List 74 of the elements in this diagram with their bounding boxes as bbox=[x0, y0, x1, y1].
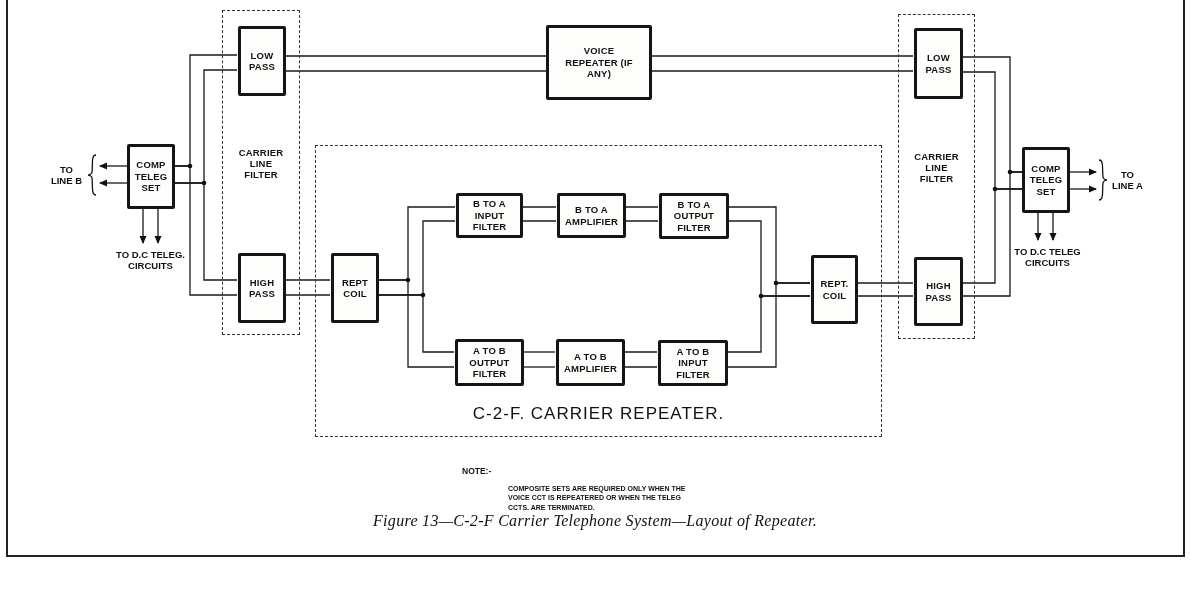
dashed-group-box bbox=[898, 14, 975, 339]
wire bbox=[624, 220, 659, 222]
arrow bbox=[139, 208, 147, 244]
wire bbox=[856, 282, 914, 284]
process-box bbox=[557, 193, 626, 238]
process-box bbox=[1022, 147, 1070, 213]
wire bbox=[174, 182, 238, 281]
wire bbox=[377, 294, 455, 353]
process-box bbox=[914, 28, 963, 99]
box-label: HIGH PASS bbox=[924, 280, 953, 303]
arrow bbox=[1069, 168, 1097, 176]
process-box bbox=[127, 144, 175, 209]
process-box bbox=[658, 340, 728, 386]
wire bbox=[284, 294, 331, 296]
callout-text: TO LINE A bbox=[1111, 168, 1144, 192]
callout-text: TO D.C TELEG CIRCUITS bbox=[1013, 245, 1082, 269]
process-box bbox=[331, 253, 379, 323]
wire bbox=[284, 279, 331, 281]
process-box bbox=[456, 193, 523, 238]
group-label: C-2-F. CARRIER REPEATER. bbox=[472, 403, 725, 424]
figure-caption: Figure 13—C-2-F Carrier Telephone System—Layout of Repeater. bbox=[372, 512, 818, 530]
process-box bbox=[546, 25, 652, 100]
box-label: A TO B INPUT FILTER bbox=[675, 345, 711, 381]
box-label: B TO A INPUT FILTER bbox=[471, 198, 508, 233]
box-label: B TO A AMPLIFIER bbox=[564, 204, 619, 227]
dashed-group-box bbox=[315, 145, 882, 437]
group-label: CARRIER LINE FILTER bbox=[237, 146, 285, 181]
dashed-group-box bbox=[222, 10, 300, 335]
wire bbox=[961, 171, 1023, 297]
wire bbox=[377, 279, 455, 368]
arrow bbox=[154, 208, 162, 244]
box-label: COMP TELEG SET bbox=[1028, 162, 1064, 198]
wire bbox=[521, 206, 557, 208]
box-label: HIGH PASS bbox=[248, 276, 276, 300]
box-label: REPT COIL bbox=[340, 276, 370, 300]
wire bbox=[522, 351, 556, 353]
arrow bbox=[1069, 185, 1097, 193]
process-box bbox=[455, 339, 524, 386]
wire bbox=[651, 70, 914, 72]
wire bbox=[284, 55, 547, 57]
wire bbox=[624, 206, 659, 208]
wire bbox=[623, 351, 658, 353]
arrow bbox=[99, 179, 128, 187]
wire bbox=[726, 295, 811, 353]
box-label: LOW PASS bbox=[924, 52, 953, 75]
process-box bbox=[659, 193, 729, 239]
box-label: A TO B OUTPUT FILTER bbox=[468, 345, 511, 380]
wire bbox=[651, 55, 914, 57]
note-text: NOTE:- bbox=[462, 466, 493, 478]
arrow bbox=[99, 162, 128, 170]
wire bbox=[623, 366, 658, 368]
box-label: B TO A OUTPUT FILTER bbox=[672, 198, 716, 234]
wire bbox=[856, 295, 914, 297]
group-label: CARRIER LINE FILTER bbox=[913, 150, 960, 185]
wire bbox=[726, 282, 811, 368]
box-label: VOICE REPEATER (IF ANY) bbox=[564, 45, 634, 80]
wire bbox=[174, 165, 238, 296]
process-box bbox=[238, 26, 286, 96]
callout-text: TO D.C TELEG. CIRCUITS bbox=[115, 248, 186, 272]
arrow bbox=[1034, 212, 1042, 241]
process-box bbox=[914, 257, 963, 326]
box-label: COMP TELEG SET bbox=[133, 159, 169, 194]
wire bbox=[284, 70, 547, 72]
box-label: A TO B AMPLIFIER bbox=[563, 351, 618, 374]
box-label: LOW PASS bbox=[248, 49, 276, 73]
box-label: REPT. COIL bbox=[819, 278, 850, 301]
wire bbox=[961, 188, 1023, 284]
wire bbox=[522, 366, 556, 368]
arrow bbox=[1049, 212, 1057, 241]
process-box bbox=[556, 339, 625, 386]
wire bbox=[521, 220, 557, 222]
process-box bbox=[238, 253, 286, 323]
callout-text: TO LINE B bbox=[49, 163, 84, 187]
process-box bbox=[811, 255, 858, 324]
